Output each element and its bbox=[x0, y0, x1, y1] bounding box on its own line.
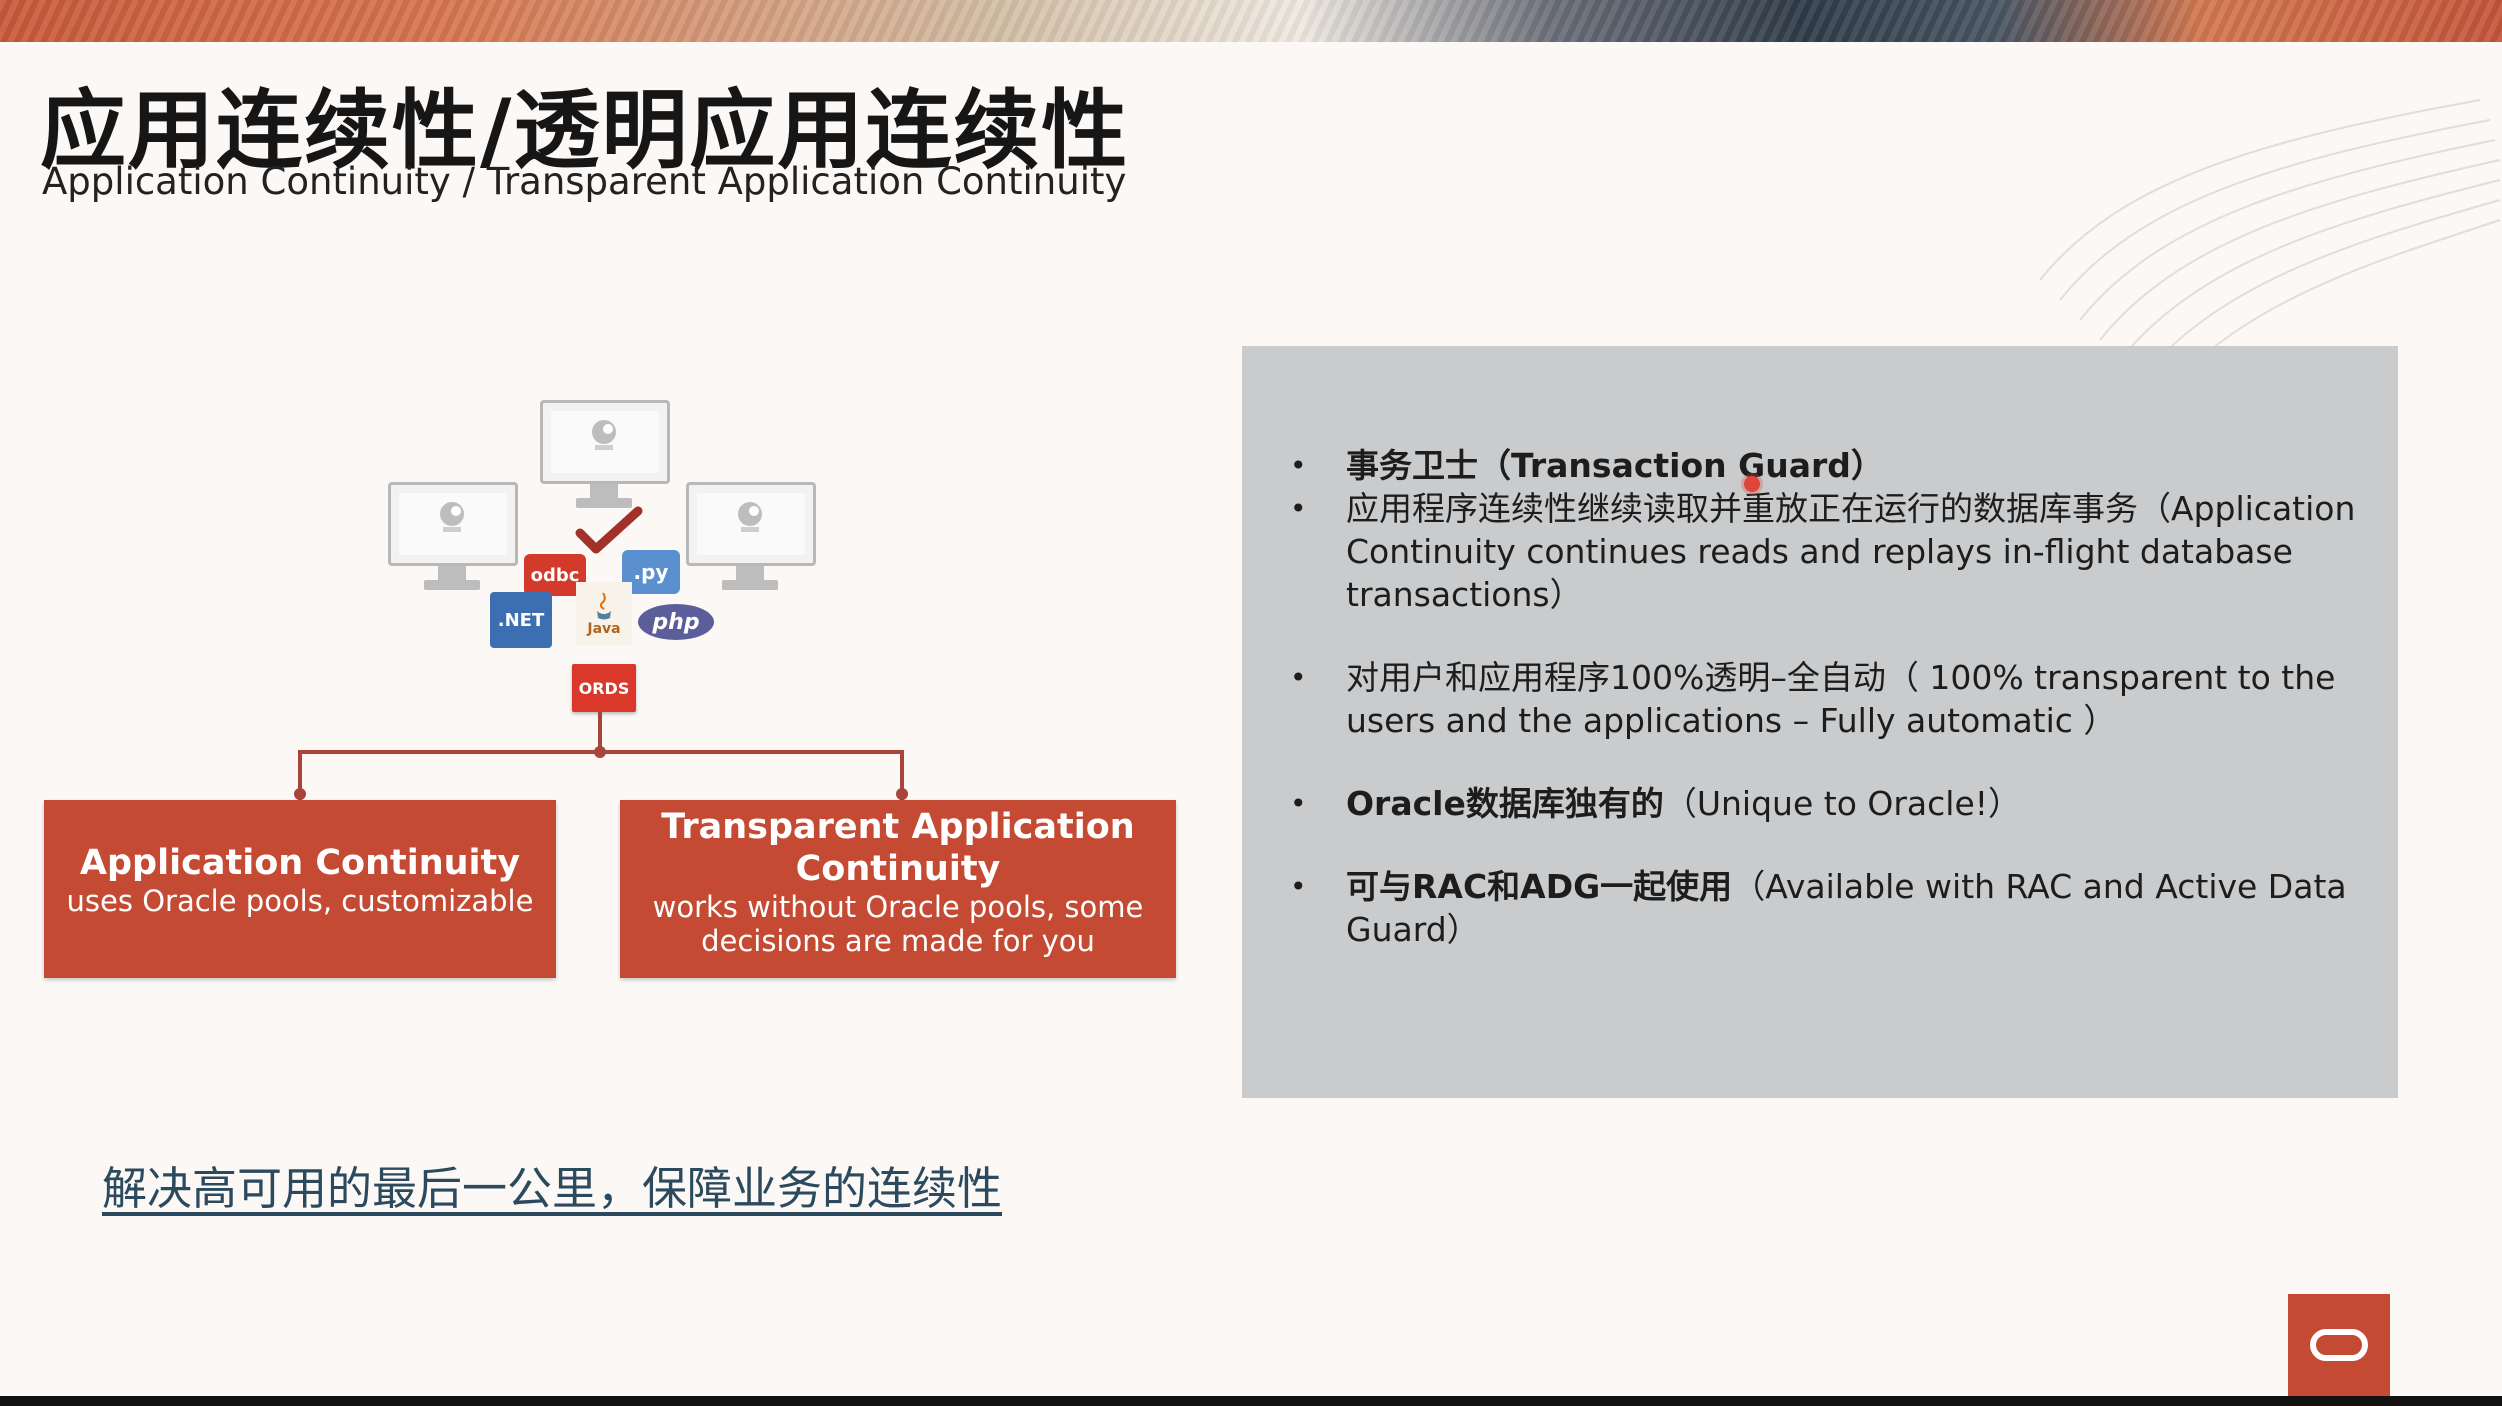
connector-line bbox=[598, 712, 602, 752]
checkmark-icon bbox=[575, 506, 643, 554]
dotnet-icon: .NET bbox=[490, 592, 552, 648]
bullet-item: 应用程序连续性继续读取并重放正在运行的数据库事务（Application Con… bbox=[1290, 487, 2370, 616]
bullet-text: （Unique to Oracle!） bbox=[1663, 784, 2021, 823]
connector-line bbox=[298, 750, 302, 800]
slide-title: 应用连续性/透明应用连续性 bbox=[40, 81, 1130, 181]
client-monitor-icon bbox=[388, 482, 518, 594]
java-label: Java bbox=[587, 621, 621, 637]
bullet-text: （Available with RAC and Active Data Guar… bbox=[1346, 867, 2347, 949]
decorative-top-band bbox=[0, 0, 2502, 42]
bullet-item: 对用户和应用程序100%透明–全自动（ 100% transparent to … bbox=[1290, 656, 2370, 742]
ords-icon: ORDS bbox=[572, 664, 636, 712]
bullet-text: 对用户和应用程序100%透明–全自动（ 100% transparent to … bbox=[1346, 658, 2336, 740]
box-title: Application Continuity bbox=[79, 843, 521, 883]
laser-pointer-cursor bbox=[1744, 476, 1760, 492]
footer-link[interactable]: 解决高可用的最后一公里，保障业务的连续性 bbox=[102, 1162, 1003, 1215]
odbc-icon: odbc bbox=[524, 554, 586, 596]
java-icon: Java bbox=[576, 582, 632, 646]
connector-node bbox=[294, 788, 306, 800]
client-monitor-icon bbox=[540, 400, 670, 512]
slide-subtitle: Application Continuity / Transparent App… bbox=[42, 160, 1127, 203]
transparent-application-continuity-box: Transparent Application Continuity works… bbox=[620, 800, 1176, 978]
application-continuity-box: Application Continuity uses Oracle pools… bbox=[44, 800, 556, 978]
bullet-item: Oracle数据库独有的（Unique to Oracle!） bbox=[1290, 782, 2370, 825]
bullet-bold: Oracle数据库独有的 bbox=[1346, 784, 1664, 823]
connector-node bbox=[594, 746, 606, 758]
bullet-item: 事务卫士（Transaction Guard） bbox=[1290, 444, 2370, 487]
bullet-text: 应用程序连续性继续读取并重放正在运行的数据库事务（Application Con… bbox=[1346, 489, 2356, 614]
bottom-strip bbox=[0, 1396, 2502, 1406]
bullet-item: 可与RAC和ADG一起使用（Available with RAC and Act… bbox=[1290, 865, 2370, 951]
php-icon: php bbox=[638, 604, 714, 640]
oracle-logo-icon bbox=[2288, 1294, 2390, 1396]
bullet-bold: 事务卫士（Transaction Guard） bbox=[1346, 446, 1884, 485]
client-monitor-icon bbox=[686, 482, 816, 594]
connector-line bbox=[900, 750, 904, 800]
box-description: uses Oracle pools, customizable bbox=[66, 884, 534, 918]
box-description: works without Oracle pools, some decisio… bbox=[652, 890, 1144, 958]
feature-bullet-list: 事务卫士（Transaction Guard） 应用程序连续性继续读取并重放正在… bbox=[1290, 444, 2370, 951]
box-title: Transparent Application Continuity bbox=[661, 807, 1135, 889]
bullet-bold: 可与RAC和ADG一起使用 bbox=[1346, 867, 1733, 906]
connector-node bbox=[896, 788, 908, 800]
